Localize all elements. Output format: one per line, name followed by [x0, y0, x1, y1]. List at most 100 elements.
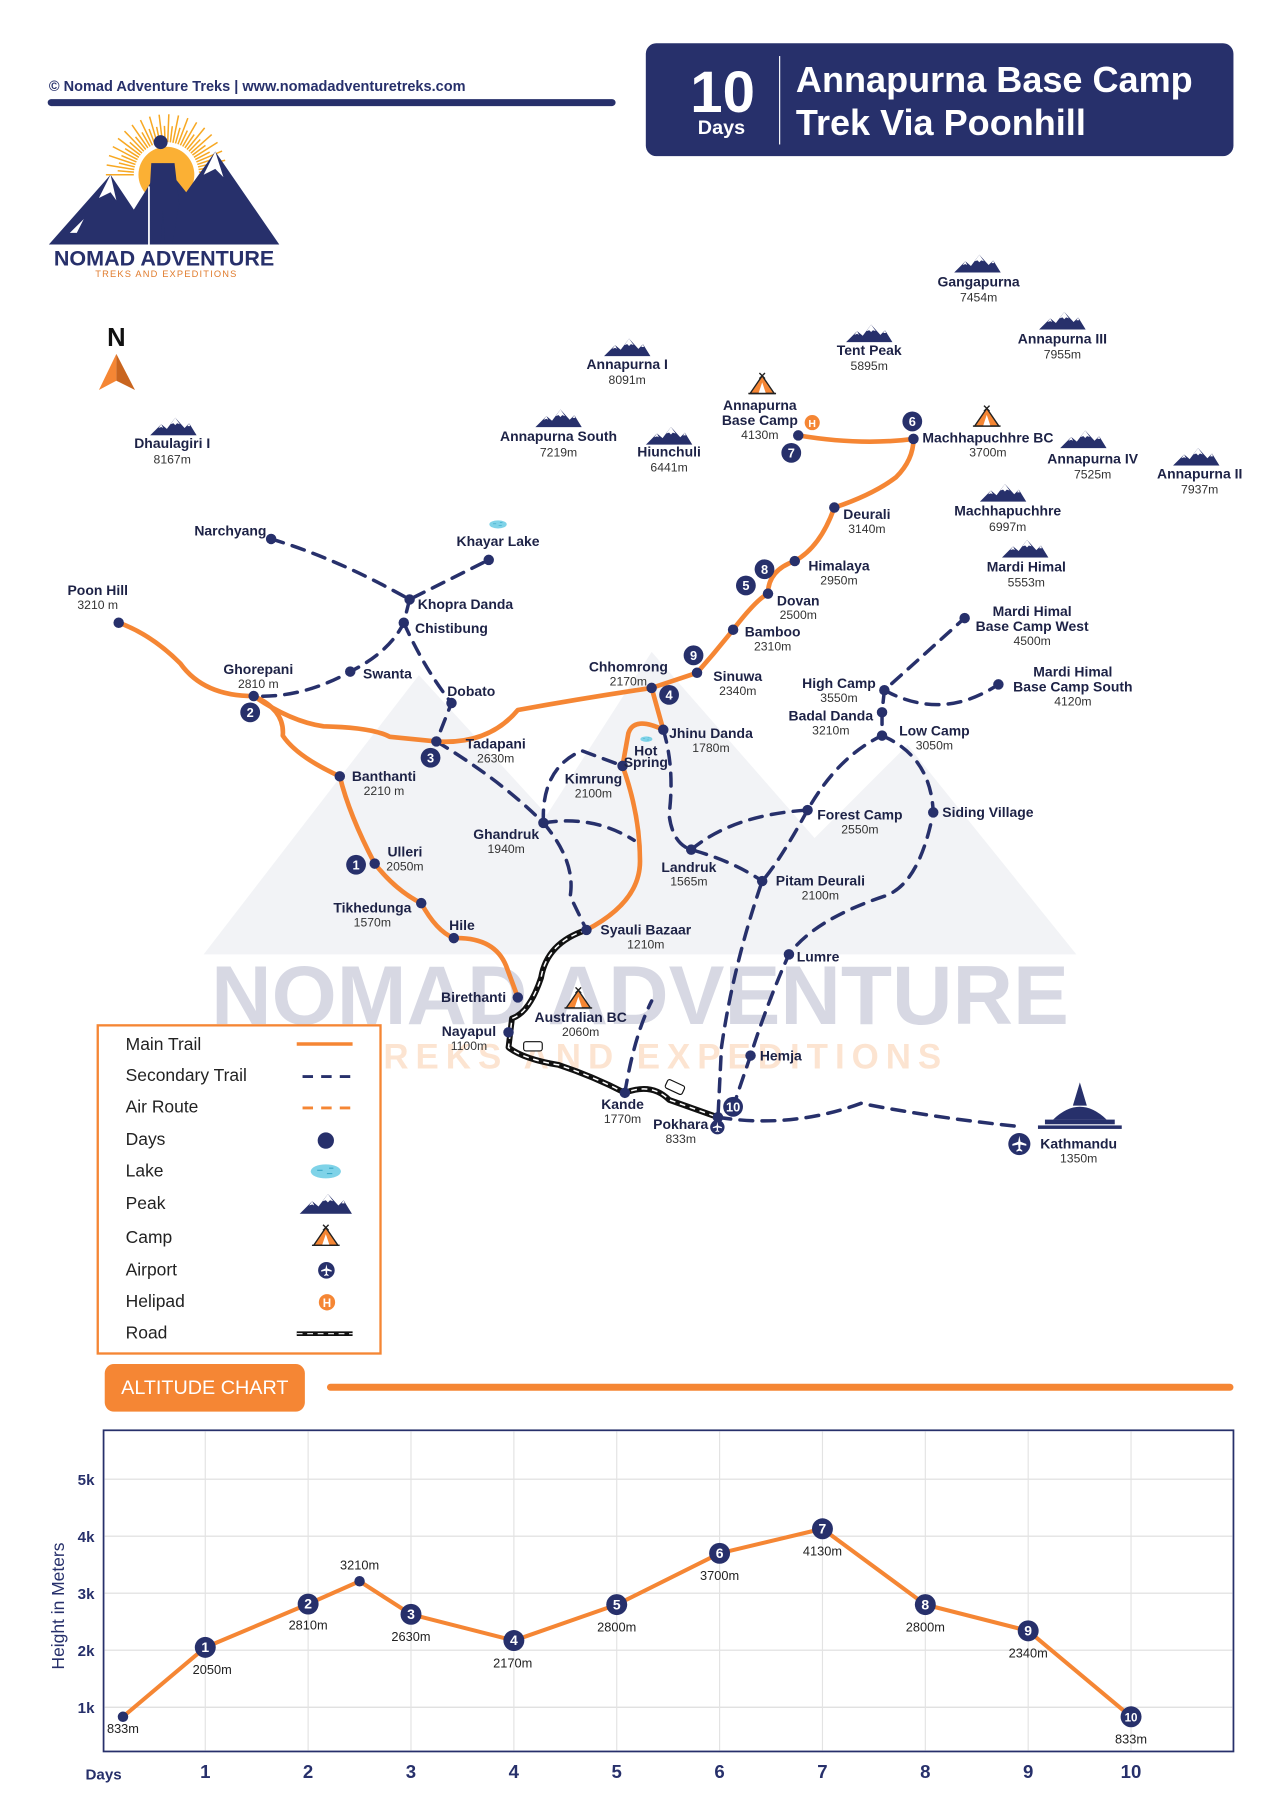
chart-xtick: 1: [200, 1761, 210, 1782]
place-elevation: 4120m: [1054, 694, 1091, 708]
place-dot: [727, 624, 739, 635]
peak-icon: [1172, 447, 1220, 466]
road: [505, 927, 719, 1121]
place-dot: [404, 594, 415, 605]
place-dot: [369, 858, 380, 869]
day-marker-number: 7: [788, 446, 795, 461]
place-name: Annapurna: [723, 397, 797, 413]
legend-lake-icon: [310, 1163, 342, 1179]
day-marker-5: 5: [736, 575, 756, 596]
peak-elevation: 7937m: [1181, 483, 1218, 497]
chart-point-marker: 1: [201, 1639, 209, 1655]
place-name: Kathmandu: [1040, 1136, 1117, 1152]
lake-icon: [488, 520, 508, 529]
chart-point-label: 833m: [1115, 1732, 1147, 1747]
peak-name: Annapurna South: [500, 428, 617, 444]
day-marker-9: 9: [683, 645, 704, 666]
place-elevation: 2950m: [820, 573, 857, 587]
day-marker-number: 8: [761, 562, 768, 577]
chart-point: 833m: [107, 1711, 139, 1736]
title-line-2: Trek Via Poonhill: [796, 102, 1086, 143]
place-elevation: 2550m: [841, 822, 878, 836]
place-elevation: 2310m: [754, 640, 791, 654]
svg-text:H: H: [808, 419, 816, 430]
chart-point-label: 3210m: [340, 1558, 379, 1573]
peak-name: Gangapurna: [938, 273, 1020, 289]
place-name: Narchyang: [194, 522, 266, 538]
place-elevation: 4130m: [741, 428, 778, 442]
chart-xtick: 3: [406, 1761, 416, 1782]
header-rule: [47, 99, 616, 107]
place-elevation: 1780m: [692, 741, 729, 755]
place-name: Swanta: [363, 666, 412, 682]
bus-icon: [664, 1079, 686, 1095]
day-marker-number: 4: [666, 688, 674, 703]
chart-ytick: 1k: [78, 1700, 95, 1717]
day-marker-10: 10: [723, 1096, 743, 1117]
place-elevation: 2500m: [780, 608, 817, 622]
place-dot: [503, 1027, 514, 1038]
day-marker-7: 7: [781, 442, 802, 463]
peak-icon: [1039, 311, 1086, 330]
place-dobato: Dobato: [446, 683, 495, 709]
chart-point-marker: 6: [716, 1545, 724, 1561]
altitude-chart-button[interactable]: ALTITUDE CHART: [104, 1363, 305, 1412]
place-dot: [334, 771, 346, 782]
place-name: Chhomrong: [589, 659, 668, 675]
credit-text: © Nomad Adventure Treks | www.nomadadven…: [49, 79, 466, 95]
place-name: Machhapuchhre BC: [922, 429, 1053, 445]
chart-ytick: 3k: [78, 1586, 95, 1603]
place-elevation: 1210m: [627, 938, 664, 952]
airport-icon[interactable]: [1008, 1132, 1031, 1156]
peak-elevation: 7955m: [1044, 348, 1081, 362]
peak-name: Annapurna IV: [1047, 450, 1138, 466]
chart-point-label: 4130m: [803, 1544, 842, 1559]
place-name: Tadapani: [466, 735, 526, 751]
place-name: Ghandruk: [473, 826, 539, 842]
place-name: Australian BC: [535, 1009, 627, 1025]
place-chistibung: Chistibung: [398, 617, 488, 636]
peak-elevation: 7525m: [1074, 467, 1111, 481]
place-name: Badal Danda: [789, 707, 874, 723]
airport-icon[interactable]: [710, 1119, 725, 1135]
place-name: Low Camp: [899, 723, 970, 739]
legend-day-swatch: [317, 1132, 334, 1149]
peak-elevation: 8091m: [609, 373, 646, 387]
place-elevation: 2060m: [562, 1025, 599, 1039]
place-dot: [959, 612, 970, 624]
place-dot: [793, 430, 804, 441]
day-marker-3: 3: [420, 747, 441, 768]
day-marker-4: 4: [659, 684, 679, 705]
chart-header-rule: [326, 1383, 1234, 1391]
chart-ytick: 5k: [78, 1472, 95, 1489]
place-dot: [876, 730, 888, 741]
camp-icon: [748, 372, 777, 395]
day-marker-number: 1: [353, 857, 360, 872]
place-dot: [448, 932, 460, 944]
place-name: Ghorepani: [223, 661, 293, 677]
place-elevation: 2100m: [575, 786, 612, 800]
place-dot: [789, 555, 800, 567]
north-label: N: [107, 324, 125, 352]
place-name: Lumre: [797, 948, 840, 964]
place-name: Siding Village: [942, 804, 1033, 820]
bus-icon: [523, 1041, 543, 1052]
place-dot: [512, 992, 524, 1003]
place-dot: [248, 690, 259, 702]
place-elevation: 3210 m: [77, 598, 118, 612]
